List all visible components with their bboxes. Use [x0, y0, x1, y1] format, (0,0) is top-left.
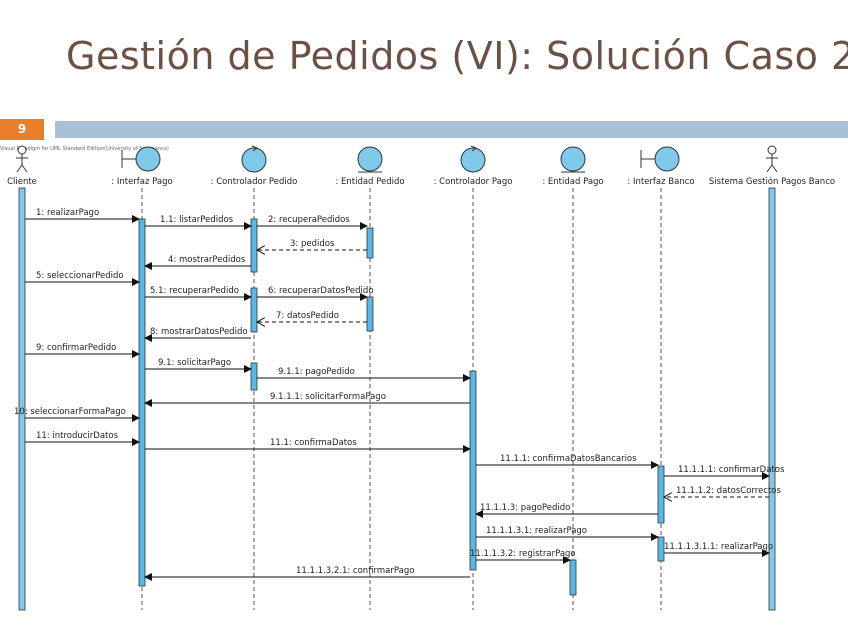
message-label: 10: seleccionarFormaPago: [14, 407, 126, 417]
message-19: 11.1.1.1: confirmarDatos: [664, 465, 785, 480]
message-18: 11.1.1: confirmaDatosBancarios: [476, 454, 659, 469]
message-13: 9.1.1: pagoPedido: [257, 367, 471, 382]
message-8: 6: recuperarDatosPedido: [257, 286, 374, 301]
lifeline-head-epago: : Entidad Pago: [542, 146, 604, 187]
message-1: 1: realizarPago: [25, 208, 140, 223]
message-label: 4: mostrarPedidos: [168, 255, 246, 265]
activation-bar: [657, 536, 665, 562]
message-label: 2: recuperaPedidos: [268, 215, 350, 225]
lifeline-head-cpago: : Controlador Pago: [434, 145, 513, 187]
message-9: 7: datosPedido: [257, 311, 367, 322]
message-label: 7: datosPedido: [276, 311, 339, 321]
message-label: 11.1.1: confirmaDatosBancarios: [500, 454, 637, 464]
activation-bar: [469, 370, 477, 571]
message-label: 5.1: recuperarPedido: [150, 286, 239, 296]
message-15: 10: seleccionarFormaPago: [14, 407, 140, 422]
message-label: 9: confirmarPedido: [36, 343, 116, 353]
header-band: [55, 121, 848, 138]
message-label: 11.1.1.1: confirmarDatos: [678, 465, 785, 475]
lifeline-label-eped: : Entidad Pedido: [335, 177, 404, 187]
message-7: 5.1: recuperarPedido: [145, 286, 252, 301]
message-label: 11: introducirDatos: [36, 431, 119, 441]
activation-bar: [657, 465, 665, 524]
activation-bar: [366, 227, 374, 259]
lifeline-head-eped: : Entidad Pedido: [335, 146, 405, 187]
lifeline-label-cped: : Controlador Pedido: [211, 177, 298, 187]
lifeline-head-cped: : Controlador Pedido: [211, 145, 298, 187]
activation-bar: [138, 218, 146, 587]
message-label: 9.1.1.1: solicitarFormaPago: [270, 392, 386, 402]
message-11: 9: confirmarPedido: [25, 343, 140, 358]
message-label: 11.1.1.3.1: realizarPago: [486, 526, 587, 536]
message-3: 2: recuperaPedidos: [257, 215, 368, 230]
activation-bar: [569, 559, 577, 596]
message-label: 11.1.1.3: pagoPedido: [480, 503, 570, 513]
lifeline-label-epago: : Entidad Pago: [542, 177, 603, 187]
message-label: 9.1: solicitarPago: [158, 358, 231, 368]
message-label: 11.1.1.3.2.1: confirmarPago: [296, 566, 414, 576]
message-label: 1.1: listarPedidos: [160, 215, 234, 225]
slide-number: 9: [0, 119, 44, 140]
message-label: 1: realizarPago: [36, 208, 99, 218]
lifeline-label-cpago: : Controlador Pago: [434, 177, 513, 187]
lifeline-label-cliente: Cliente: [7, 177, 37, 187]
message-label: 11.1.1.2: datosCorrectos: [676, 486, 782, 496]
activation-bar: [250, 287, 258, 333]
message-label: 9.1.1: pagoPedido: [278, 367, 355, 377]
lifeline-label-ipago: : Interfaz Pago: [111, 177, 172, 187]
message-22: 11.1.1.3.1: realizarPago: [476, 526, 659, 541]
message-4: 3: pedidos: [257, 239, 367, 250]
message-24: 11.1.1.3.2: registrarPago: [470, 549, 576, 564]
message-12: 9.1: solicitarPago: [145, 358, 252, 373]
message-21: 11.1.1.3: pagoPedido: [475, 503, 658, 518]
message-label: 6: recuperarDatosPedido: [268, 286, 374, 296]
message-23: 11.1.1.3.1.1: realizarPago: [664, 542, 773, 557]
message-label: 8: mostrarDatosPedido: [150, 327, 248, 337]
actor-bar-cliente: [18, 187, 26, 611]
message-6: 5: seleccionarPedido: [25, 271, 140, 286]
message-label: 11.1.1.3.1.1: realizarPago: [664, 542, 773, 552]
activation-bar: [366, 296, 374, 332]
message-5: 4: mostrarPedidos: [144, 255, 251, 270]
lifeline-label-ibanco: : Interfaz Banco: [627, 177, 694, 187]
message-25: 11.1.1.3.2.1: confirmarPago: [144, 566, 470, 581]
actor-bar-sbanco: [768, 187, 776, 611]
lifeline-label-sbanco: Sistema Gestión Pagos Banco: [709, 176, 835, 187]
message-label: 5: seleccionarPedido: [36, 271, 124, 281]
activation-bar: [250, 218, 258, 273]
activation-bar: [250, 362, 258, 391]
message-17: 11.1: confirmaDatos: [145, 438, 471, 453]
message-10: 8: mostrarDatosPedido: [144, 327, 251, 342]
lifeline-head-ibanco: : Interfaz Banco: [627, 146, 695, 187]
message-14: 9.1.1.1: solicitarFormaPago: [144, 392, 470, 407]
message-label: 3: pedidos: [290, 239, 335, 249]
lifeline-head-cliente: Cliente: [7, 145, 37, 187]
message-2: 1.1: listarPedidos: [145, 215, 252, 230]
message-label: 11.1: confirmaDatos: [270, 438, 357, 448]
lifeline-head-sbanco: Sistema Gestión Pagos Banco: [709, 145, 835, 187]
message-16: 11: introducirDatos: [25, 431, 140, 446]
lifeline-head-ipago: : Interfaz Pago: [111, 146, 173, 187]
message-20: 11.1.1.2: datosCorrectos: [664, 486, 782, 497]
slide-title: Gestión de Pedidos (VI): Solución Caso 2: [66, 34, 848, 78]
tool-watermark: Visual Paradigm for UML Standard Edition…: [0, 146, 169, 152]
message-label: 11.1.1.3.2: registrarPago: [470, 549, 576, 559]
